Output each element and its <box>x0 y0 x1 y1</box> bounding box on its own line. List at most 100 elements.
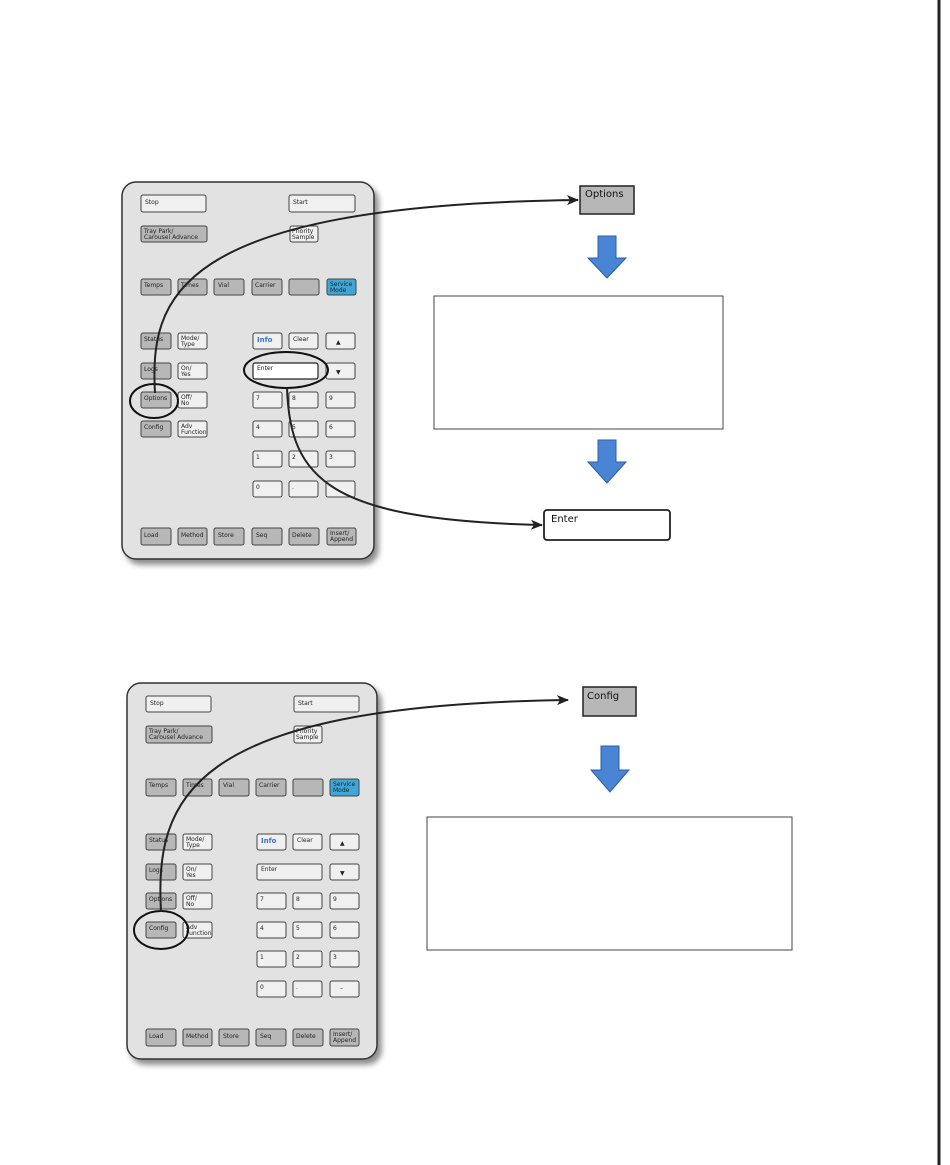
stop-key[interactable] <box>145 695 212 713</box>
start-key-label: Start <box>293 199 308 206</box>
method-key[interactable] <box>177 527 208 546</box>
clear-label: Clear <box>297 837 313 844</box>
vial-key[interactable] <box>218 778 250 797</box>
tray-park-key[interactable] <box>140 225 208 243</box>
digit-2-key[interactable] <box>292 950 323 968</box>
minus-key[interactable] <box>325 480 356 498</box>
service-label-1: Service <box>333 781 355 788</box>
temps-key[interactable] <box>140 278 172 296</box>
priority-label-2: Sample <box>296 734 319 741</box>
status-key[interactable] <box>145 833 177 851</box>
enter-key[interactable] <box>252 362 319 380</box>
enter-key-large-label: Enter <box>551 514 579 525</box>
digit-3-label: 3 <box>333 954 337 961</box>
method-key[interactable] <box>182 1028 213 1047</box>
on-yes-key[interactable] <box>177 362 208 380</box>
mode-type-key[interactable] <box>182 833 213 851</box>
config-key[interactable] <box>145 921 177 939</box>
clear-key[interactable] <box>292 833 323 851</box>
start-key[interactable] <box>288 194 356 213</box>
store-key[interactable] <box>218 1028 250 1047</box>
digit-5-key[interactable] <box>288 420 319 438</box>
logs-key[interactable] <box>140 362 172 380</box>
digit-9-key[interactable] <box>325 391 356 409</box>
digit-1-key[interactable] <box>252 450 283 468</box>
digit-6-label: 6 <box>333 925 337 932</box>
digit-9-label: 9 <box>333 896 337 903</box>
digit-5-key[interactable] <box>292 921 323 939</box>
decimal-label: . <box>292 484 294 491</box>
logs-label: Logs <box>149 867 163 874</box>
config-label: Config <box>149 925 168 932</box>
service-mode-key[interactable] <box>326 278 357 296</box>
store-key[interactable] <box>213 527 245 546</box>
tray-park-key[interactable] <box>145 725 213 744</box>
insert-append-key[interactable] <box>326 527 357 546</box>
load-key[interactable] <box>140 527 172 546</box>
enter-highlight-ellipse <box>243 351 329 389</box>
start-key[interactable] <box>293 695 360 713</box>
digit-0-key[interactable] <box>252 480 283 498</box>
service-label-2: Mode <box>330 287 347 294</box>
connector-config-arrow <box>159 695 569 913</box>
on-label-1: On/ <box>186 866 198 873</box>
digit-3-key[interactable] <box>325 450 356 468</box>
stop-key-label: Stop <box>145 199 159 206</box>
down-arrow-icon: ▼ <box>340 870 345 877</box>
insert-append-key[interactable] <box>329 1028 360 1047</box>
adv-function-key[interactable] <box>182 921 213 939</box>
up-arrow-key[interactable] <box>329 833 360 851</box>
delete-key[interactable] <box>292 1028 324 1047</box>
status-label: Status <box>144 336 163 343</box>
carrier-key[interactable] <box>255 778 287 797</box>
decimal-label: . <box>296 984 298 991</box>
decimal-key[interactable] <box>288 480 319 498</box>
down-arrow-icon: ▼ <box>336 369 341 376</box>
carrier-key[interactable] <box>251 278 283 296</box>
info-key[interactable] <box>256 833 287 851</box>
digit-1-label: 1 <box>256 454 260 461</box>
digit-7-key[interactable] <box>256 892 287 910</box>
on-yes-key[interactable] <box>182 863 213 881</box>
digit-9-key[interactable] <box>329 892 360 910</box>
down-arrow-key[interactable] <box>329 863 360 881</box>
off-label-2: No <box>181 400 189 407</box>
decimal-key[interactable] <box>292 980 323 998</box>
off-no-key[interactable] <box>182 892 213 910</box>
blank-key[interactable] <box>288 278 320 296</box>
up-arrow-key[interactable] <box>325 332 356 350</box>
insert-label-1: Insert/ <box>333 1031 353 1038</box>
display-screen-1 <box>433 295 724 430</box>
temps-key[interactable] <box>145 778 177 797</box>
digit-6-key[interactable] <box>325 420 356 438</box>
mode-label-2: Type <box>180 341 195 348</box>
down-arrow-icon <box>586 235 628 279</box>
digit-8-key[interactable] <box>288 391 319 409</box>
digit-7-key[interactable] <box>252 391 283 409</box>
blank-key[interactable] <box>292 778 324 797</box>
minus-key[interactable] <box>329 980 360 998</box>
stop-key[interactable] <box>140 194 207 213</box>
seq-key[interactable] <box>255 1028 287 1047</box>
options-key[interactable] <box>140 391 172 409</box>
service-mode-key[interactable] <box>329 778 360 797</box>
clear-key[interactable] <box>288 332 319 350</box>
down-arrow-key[interactable] <box>325 362 356 380</box>
digit-0-key[interactable] <box>256 980 287 998</box>
config-key[interactable] <box>140 420 172 438</box>
digit-4-key[interactable] <box>252 420 283 438</box>
seq-key[interactable] <box>251 527 283 546</box>
digit-6-key[interactable] <box>329 921 360 939</box>
load-key[interactable] <box>145 1028 177 1047</box>
digit-4-key[interactable] <box>256 921 287 939</box>
digit-3-key[interactable] <box>329 950 360 968</box>
info-key[interactable] <box>252 332 283 350</box>
adv-function-key[interactable] <box>177 420 208 438</box>
vial-key[interactable] <box>213 278 245 296</box>
delete-key[interactable] <box>288 527 320 546</box>
digit-1-key[interactable] <box>256 950 287 968</box>
mode-type-key[interactable] <box>177 332 208 350</box>
digit-8-key[interactable] <box>292 892 323 910</box>
enter-key[interactable] <box>256 863 323 881</box>
